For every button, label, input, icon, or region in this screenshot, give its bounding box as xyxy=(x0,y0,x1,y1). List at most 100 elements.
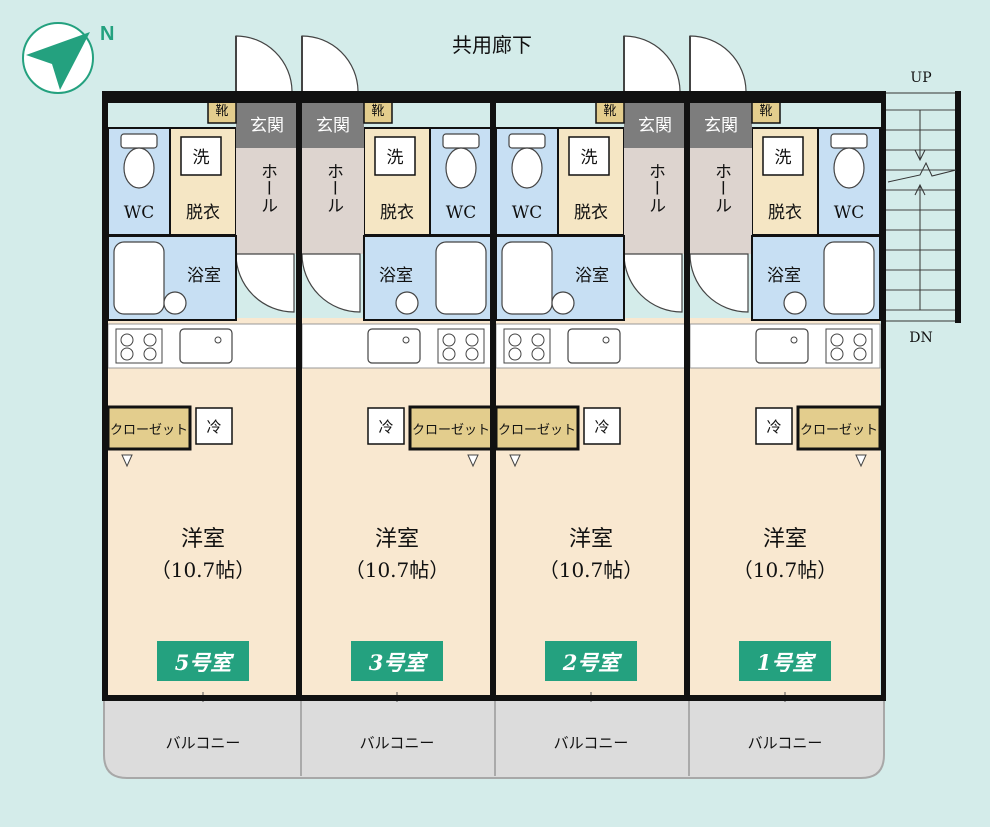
washer-box xyxy=(762,136,804,176)
genkan-label: 玄関 xyxy=(638,116,672,136)
genkan xyxy=(624,103,686,148)
wc-label: WC xyxy=(512,203,542,223)
western-room xyxy=(302,318,492,696)
bathroom-label: 浴室 xyxy=(767,266,801,286)
room-size-label: （10.7帖） xyxy=(345,558,450,582)
hall-door-icon xyxy=(235,253,295,313)
toilet-tank-icon xyxy=(442,133,480,149)
toilet-icon xyxy=(445,147,477,189)
sink-icon xyxy=(367,328,421,364)
hall-label: ホール xyxy=(711,163,731,214)
sink-icon xyxy=(755,328,809,364)
genkan xyxy=(690,103,752,148)
fridge-space xyxy=(583,407,621,445)
wc-label: WC xyxy=(124,203,154,223)
dressing-label: 脱衣 xyxy=(768,203,802,223)
entrance-door-icon xyxy=(623,35,681,92)
hall-door-icon xyxy=(689,253,749,313)
washbasin-icon xyxy=(163,291,187,315)
closet xyxy=(796,405,882,451)
washbasin-icon xyxy=(551,291,575,315)
toilet-icon xyxy=(123,147,155,189)
washer-label: 洗 xyxy=(193,148,210,168)
unit-tag xyxy=(739,641,831,681)
shoe-cabinet-label: 靴 xyxy=(759,104,772,119)
western-room xyxy=(108,318,298,696)
closet-label: クローゼット xyxy=(412,423,490,438)
outer-walls xyxy=(102,91,886,701)
balcony-label: バルコニー xyxy=(166,734,241,752)
unit-number: 3号室 xyxy=(369,650,429,675)
closet xyxy=(408,405,494,451)
bathtub-icon xyxy=(823,241,875,315)
balcony-label: バルコニー xyxy=(748,734,823,752)
dressing-label: 脱衣 xyxy=(574,203,608,223)
genkan-label: 玄関 xyxy=(704,116,738,136)
fridge-space xyxy=(367,407,405,445)
sink-icon xyxy=(567,328,621,364)
stairs: UP DN xyxy=(886,70,961,346)
hall-door-icon xyxy=(623,253,683,313)
stairs-dn-label: DN xyxy=(909,330,932,346)
genkan-label: 玄関 xyxy=(250,116,284,136)
bathtub-icon xyxy=(113,241,165,315)
fridge-space xyxy=(195,407,233,445)
bathtub-icon xyxy=(501,241,553,315)
genkan xyxy=(302,103,364,148)
toilet-icon xyxy=(833,147,865,189)
western-room xyxy=(496,318,686,696)
dressing-label: 脱衣 xyxy=(380,203,414,223)
unit-tag xyxy=(545,641,637,681)
entrance-door-icon xyxy=(235,35,293,92)
hall xyxy=(302,148,364,254)
washbasin-icon xyxy=(783,291,807,315)
fridge-label: 冷 xyxy=(766,418,781,436)
compass-label: N xyxy=(100,23,114,45)
washer-label: 洗 xyxy=(387,148,404,168)
room-label: 洋室 xyxy=(763,527,807,552)
hall-door-icon xyxy=(301,253,361,313)
closet-label: クローゼット xyxy=(800,423,878,438)
hall-label: ホール xyxy=(257,163,277,214)
toilet-icon xyxy=(511,147,543,189)
room-size-label: （10.7帖） xyxy=(151,558,256,582)
genkan-label: 玄関 xyxy=(316,116,350,136)
washer-label: 洗 xyxy=(581,148,598,168)
bathroom-label: 浴室 xyxy=(575,266,609,286)
shoe-cabinet-label: 靴 xyxy=(603,104,616,119)
shoe-cabinet-label: 靴 xyxy=(215,104,228,119)
balcony-label: バルコニー xyxy=(554,734,629,752)
compass: N xyxy=(22,22,114,94)
toilet-tank-icon xyxy=(508,133,546,149)
bathroom-label: 浴室 xyxy=(379,266,413,286)
sink-icon xyxy=(179,328,233,364)
balcony-label: バルコニー xyxy=(360,734,435,752)
bathtub-icon xyxy=(435,241,487,315)
stairs-up-label: UP xyxy=(910,70,931,86)
unit-number: 1号室 xyxy=(757,650,817,675)
fridge-label: 冷 xyxy=(206,418,221,436)
entrance-door-icon xyxy=(301,35,359,92)
hall-label: ホール xyxy=(323,163,343,214)
unit-number: 2号室 xyxy=(562,650,623,675)
room-label: 洋室 xyxy=(569,527,613,552)
toilet-tank-icon xyxy=(830,133,868,149)
room-size-label: （10.7帖） xyxy=(539,558,644,582)
unit-tag xyxy=(351,641,443,681)
stove-icon xyxy=(825,328,873,364)
wc-label: WC xyxy=(446,203,476,223)
western-room xyxy=(690,318,880,696)
hall xyxy=(236,148,298,254)
fridge-label: 冷 xyxy=(594,418,609,436)
corridor-label: 共用廊下 xyxy=(452,33,532,57)
shoe-cabinet-label: 靴 xyxy=(371,104,384,119)
room-label: 洋室 xyxy=(375,527,419,552)
fridge-label: 冷 xyxy=(378,418,393,436)
washer-box xyxy=(374,136,416,176)
wc-label: WC xyxy=(834,203,864,223)
